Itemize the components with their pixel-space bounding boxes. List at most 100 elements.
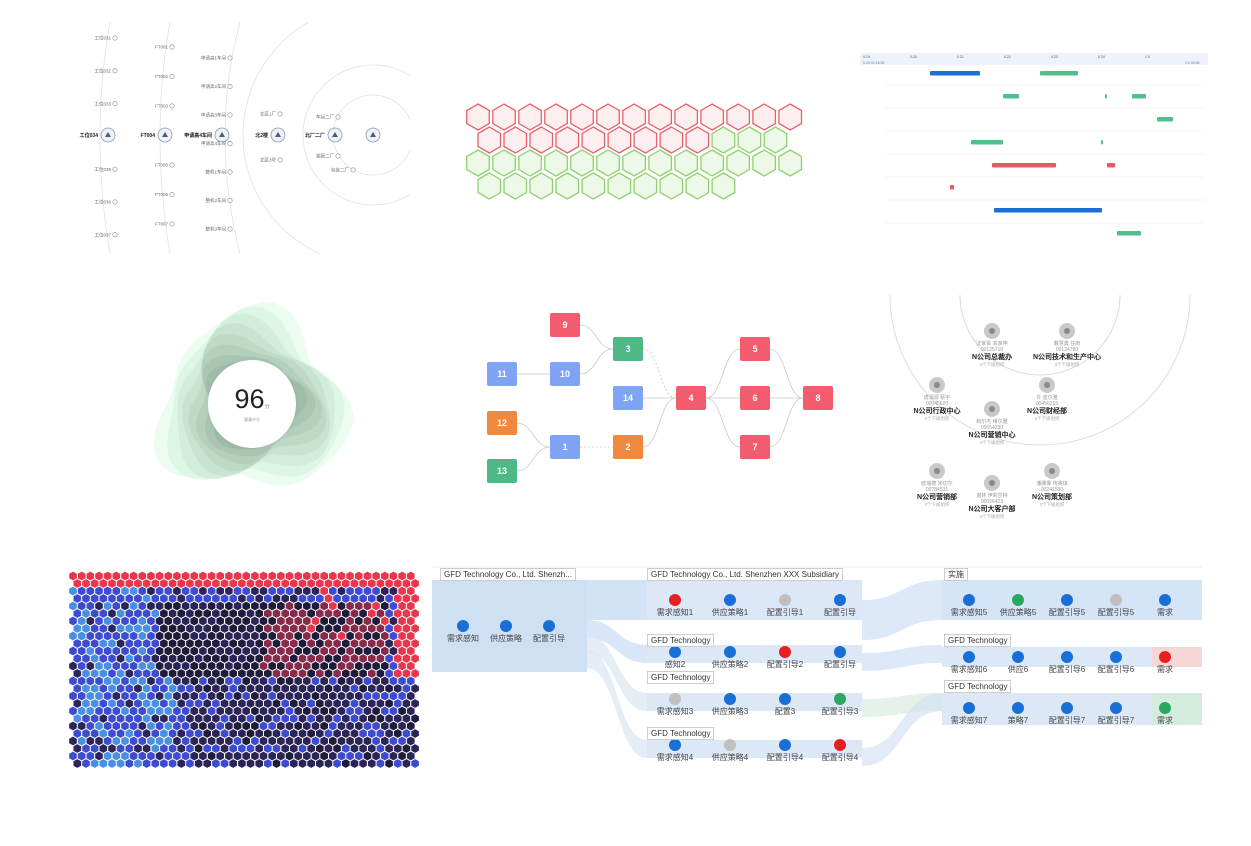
heat-hex[interactable] [155,706,164,716]
heat-hex[interactable] [142,729,151,738]
heat-hex[interactable] [342,654,350,663]
heat-hex[interactable] [359,639,367,648]
heat-hex[interactable] [246,639,255,648]
heat-hex[interactable] [277,601,285,611]
hex-cell[interactable] [726,103,751,131]
heat-hex[interactable] [112,571,121,581]
heat-hex[interactable] [259,751,268,761]
heat-hex[interactable] [316,729,324,738]
heat-hex[interactable] [147,616,155,626]
heat-hex[interactable] [363,721,372,731]
heat-hex[interactable] [212,699,220,708]
heat-hex[interactable] [251,586,259,596]
hex-cell[interactable] [763,126,788,154]
heat-hex[interactable] [181,661,190,671]
heat-hex[interactable] [116,669,125,678]
heat-hex[interactable] [272,624,281,633]
mid-dot[interactable] [277,157,283,163]
heat-hex[interactable] [307,759,315,768]
heat-hex[interactable] [134,684,142,693]
heat-hex[interactable] [225,736,233,746]
heat-hex[interactable] [264,714,272,723]
gantt-bar[interactable] [1105,94,1107,99]
heat-hex[interactable] [393,639,402,648]
heat-hex[interactable] [350,579,359,588]
heat-hex[interactable] [242,661,250,671]
heat-hex[interactable] [95,601,103,611]
heat-hex[interactable] [220,729,229,738]
heat-hex[interactable] [246,654,255,663]
heat-hex[interactable] [368,639,376,648]
heat-hex[interactable] [372,571,380,581]
heat-hex[interactable] [277,706,285,716]
heat-hex[interactable] [116,684,125,693]
right-col-dot[interactable] [227,169,233,175]
heat-hex[interactable] [212,654,220,663]
gantt-bar[interactable] [1132,94,1146,99]
flow-node[interactable]: 5 [740,337,770,361]
heat-hex[interactable] [77,721,86,731]
heat-hex[interactable] [90,714,99,723]
heat-hex[interactable] [95,691,103,701]
heat-hex[interactable] [294,571,302,581]
heat-hex[interactable] [125,699,134,708]
heat-hex[interactable] [324,714,333,723]
heat-hex[interactable] [316,639,324,648]
hex-cell[interactable] [544,149,568,177]
heat-hex[interactable] [381,721,389,731]
heat-hex[interactable] [303,736,311,746]
heat-hex[interactable] [77,616,86,626]
heat-hex[interactable] [281,699,289,708]
heat-hex[interactable] [138,751,147,761]
heat-hex[interactable] [199,736,207,746]
heat-hex[interactable] [164,601,173,611]
heat-hex[interactable] [160,669,168,678]
heat-hex[interactable] [160,624,168,633]
heat-hex[interactable] [86,601,95,611]
heat-hex[interactable] [103,721,112,731]
heat-hex[interactable] [95,661,103,671]
heat-hex[interactable] [393,714,402,723]
left-col-dot[interactable] [112,199,118,205]
heat-hex[interactable] [225,706,233,716]
heat-hex[interactable] [406,721,415,731]
heat-hex[interactable] [103,676,112,686]
heat-hex[interactable] [73,729,82,738]
heat-hex[interactable] [212,744,220,753]
heat-hex[interactable] [337,691,346,701]
hex-cell[interactable] [674,149,699,177]
heat-hex[interactable] [294,601,302,611]
heat-hex[interactable] [142,714,151,723]
heat-hex[interactable] [398,646,406,656]
heat-hex[interactable] [272,759,281,768]
heat-hex[interactable] [290,639,298,648]
heat-hex[interactable] [95,736,103,746]
heat-hex[interactable] [142,699,151,708]
heat-hex[interactable] [108,714,116,723]
heat-hex[interactable] [359,594,367,603]
heat-hex[interactable] [298,639,307,648]
heat-hex[interactable] [277,736,285,746]
heat-hex[interactable] [411,654,419,663]
heat-hex[interactable] [272,699,281,708]
heat-hex[interactable] [164,751,173,761]
heat-hex[interactable] [125,654,134,663]
hex-cell[interactable] [492,149,516,177]
heat-hex[interactable] [350,654,359,663]
heat-hex[interactable] [203,699,211,708]
heat-hex[interactable] [90,684,99,693]
heat-hex[interactable] [355,751,363,761]
heat-hex[interactable] [134,669,142,678]
heat-hex[interactable] [134,609,142,618]
heat-hex[interactable] [168,699,177,708]
heat-hex[interactable] [264,594,272,603]
heat-hex[interactable] [181,601,190,611]
sankey-node-dot[interactable] [779,646,791,658]
heat-hex[interactable] [220,744,229,753]
heat-hex[interactable] [355,586,363,596]
heat-hex[interactable] [290,579,298,588]
heat-hex[interactable] [138,661,147,671]
heat-hex[interactable] [316,684,324,693]
heat-hex[interactable] [316,699,324,708]
left-col-dot[interactable] [112,232,118,238]
